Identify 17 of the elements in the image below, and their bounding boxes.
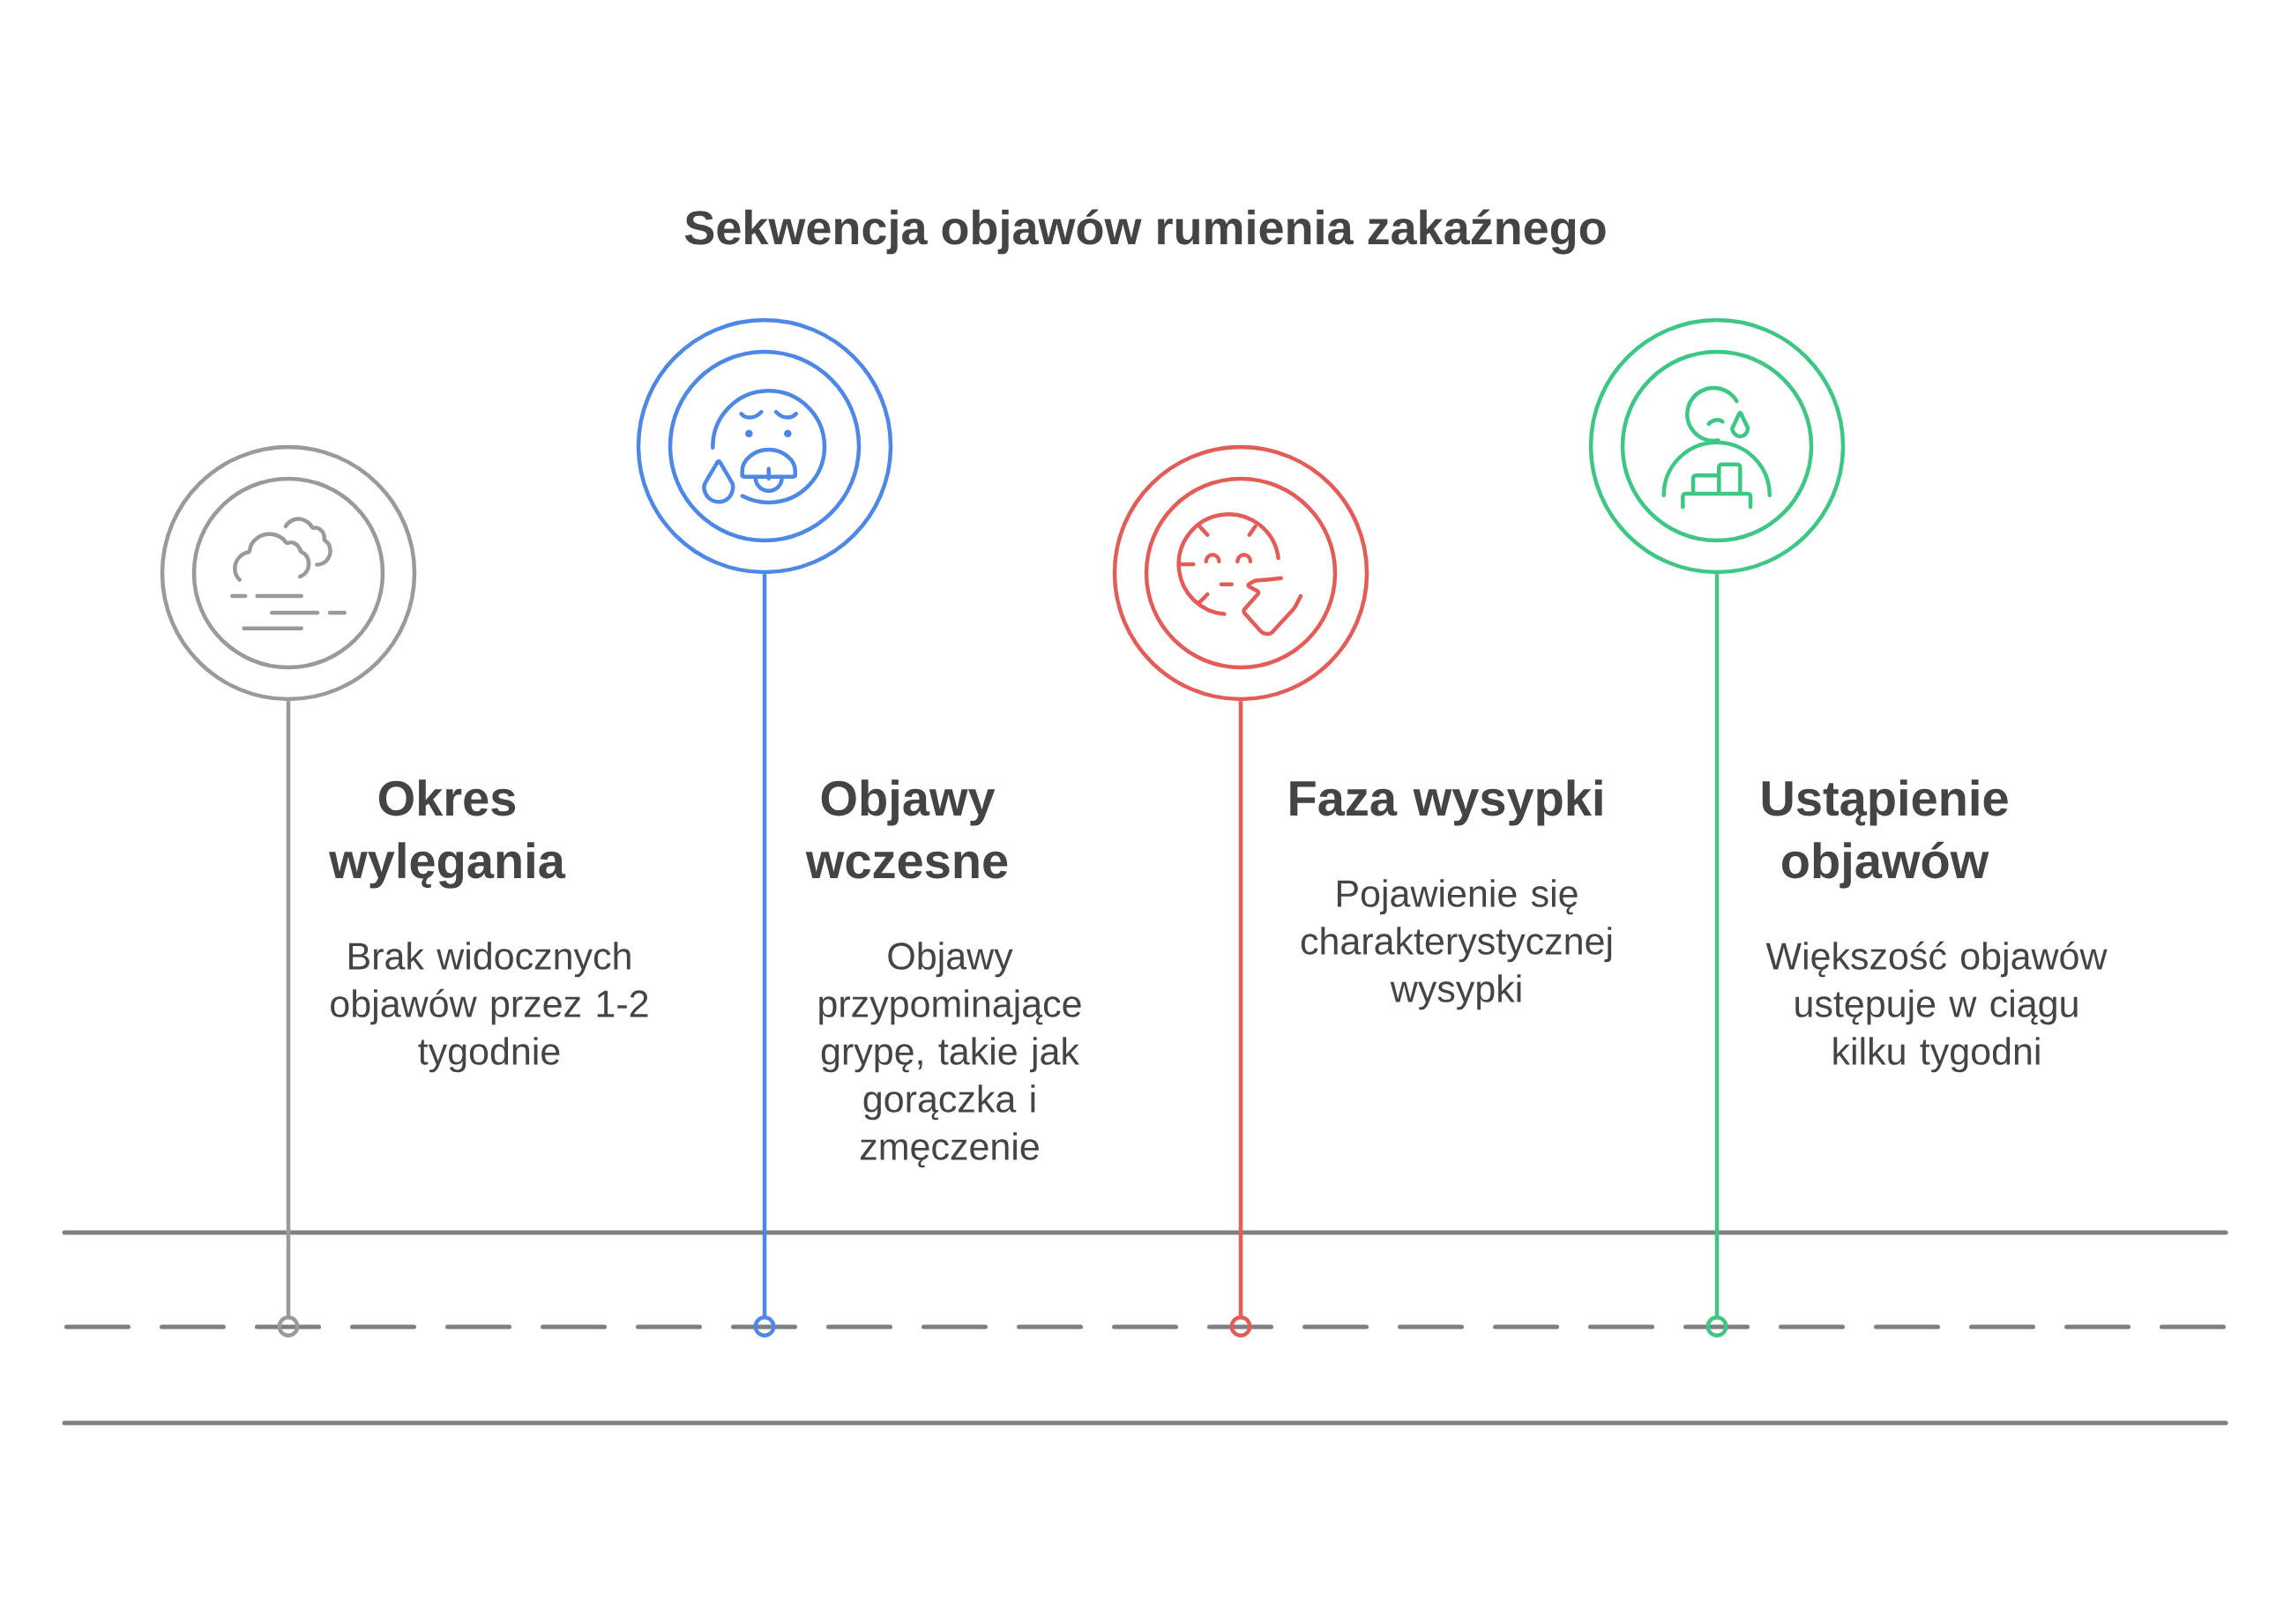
stage-circle	[1112, 444, 1369, 702]
stage-heading: Faza wysypki	[1290, 779, 1602, 826]
stage-description: Pojawienie się charakterystycznej wysypki	[1301, 879, 1612, 1010]
pin-line	[277, 701, 300, 1337]
stage-heading: Objawy wczesne	[805, 779, 1008, 879]
stage-circle	[160, 444, 417, 702]
stage-heading: Ustąpienie objawów	[1762, 779, 2008, 889]
stage-description: Większość objawów ustępuje w ciągu kilku tygodni	[1765, 941, 2108, 1073]
pin-line	[1705, 574, 1728, 1337]
title: Sekwencja objawów rumienia zakaźnego	[684, 209, 1606, 255]
stage-description: Brak widocznych objawów przez 1-2 tygodnie	[331, 942, 648, 1073]
stage-description: Objawy przypominające grypę, takie jak gorączka i zmęczenie	[819, 942, 1081, 1168]
pin-line	[753, 574, 776, 1337]
stage-circle	[636, 317, 893, 575]
stage-heading: Okres wylęgania	[329, 779, 566, 889]
pin-line	[1229, 701, 1252, 1337]
stage-circle	[1588, 317, 1846, 575]
